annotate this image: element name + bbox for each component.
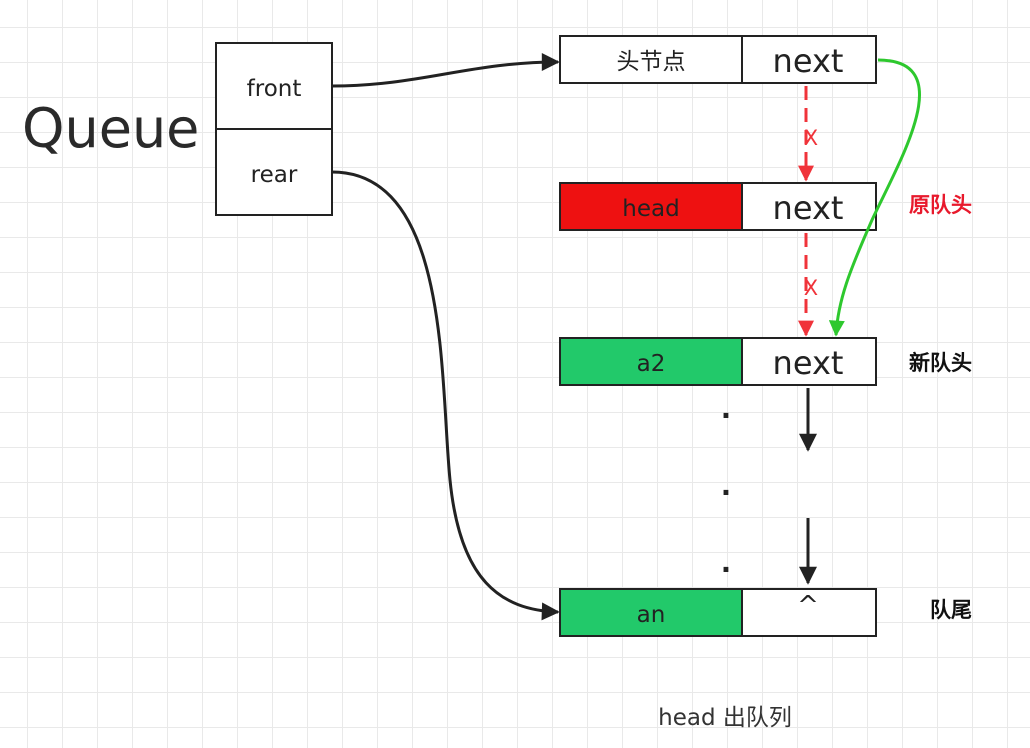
node-data-cell (559, 337, 743, 386)
old-head-label: 原队头 (909, 193, 972, 217)
node-next-label: next (773, 344, 844, 382)
node-head: head next (559, 182, 877, 231)
node-next-cell (741, 35, 877, 84)
rear-pointer-arrow (331, 170, 560, 621)
node-dummy: 头节点 next (559, 35, 877, 84)
node-data-label: head (622, 196, 679, 222)
diagram-caption: head 出队列 (658, 705, 792, 731)
node-an: an ^ (559, 588, 877, 637)
node-next-cell (741, 337, 877, 386)
node-data-cell (559, 35, 743, 84)
new-link-dummy-a2 (828, 58, 921, 337)
tail-label: 队尾 (930, 598, 972, 622)
node-data-cell (559, 182, 743, 231)
front-pointer-arrow (331, 53, 560, 88)
removed-mark: X (804, 126, 818, 150)
node-data-label: an (637, 602, 666, 628)
node-next-cell (741, 182, 877, 231)
ellipsis-dot: . (721, 465, 730, 503)
front-label: front (247, 76, 302, 102)
node-a2: a2 next (559, 337, 877, 386)
ellipsis-dot: . (721, 542, 730, 580)
rear-label: rear (251, 162, 298, 188)
node-next-label: next (773, 189, 844, 227)
node-data-label: 头节点 (617, 49, 686, 75)
node-next-cell (741, 588, 877, 637)
ellipsis-dot: . (721, 388, 730, 426)
node-data-cell (559, 588, 743, 637)
queue-title: Queue (22, 97, 199, 160)
node-data-label: a2 (637, 351, 666, 377)
front-field (215, 42, 333, 130)
new-head-label: 新队头 (909, 351, 972, 375)
node-next-label: ^ (797, 591, 819, 621)
node-next-label: next (773, 42, 844, 80)
removed-mark: X (804, 276, 818, 300)
rear-field (215, 128, 333, 216)
queue-struct: front rear (215, 42, 333, 216)
